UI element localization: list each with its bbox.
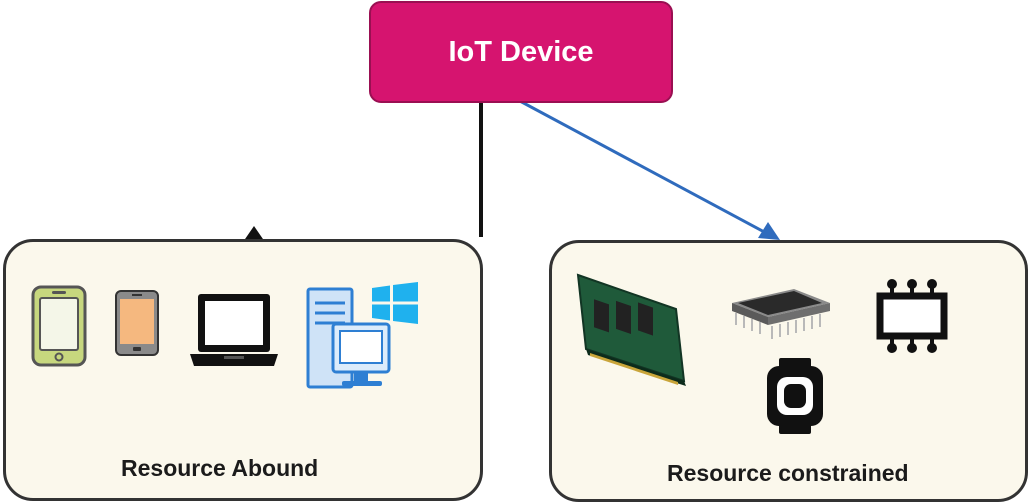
processor-chip-icon xyxy=(876,279,948,353)
windows-logo-icon xyxy=(372,282,418,324)
memory-module-icon xyxy=(576,273,686,386)
arrowhead-constrained xyxy=(758,222,780,240)
microchip-icon xyxy=(732,289,830,339)
iot-device-label: IoT Device xyxy=(448,35,594,68)
arrowhead-abound xyxy=(243,226,265,242)
tablet-icon xyxy=(31,285,87,367)
desktop-computer-icon xyxy=(306,287,391,389)
laptop-icon xyxy=(190,294,278,366)
iot-device-node: IoT Device xyxy=(369,1,673,103)
resource-constrained-label: Resource constrained xyxy=(667,460,909,486)
smartphone-icon xyxy=(115,290,159,356)
resource-constrained-panel: Resource constrained xyxy=(549,240,1028,502)
resource-abound-panel: Resource Abound xyxy=(3,239,483,501)
smartwatch-icon xyxy=(767,358,823,434)
resource-abound-label: Resource Abound xyxy=(121,455,319,481)
connector-constrained xyxy=(517,98,769,236)
